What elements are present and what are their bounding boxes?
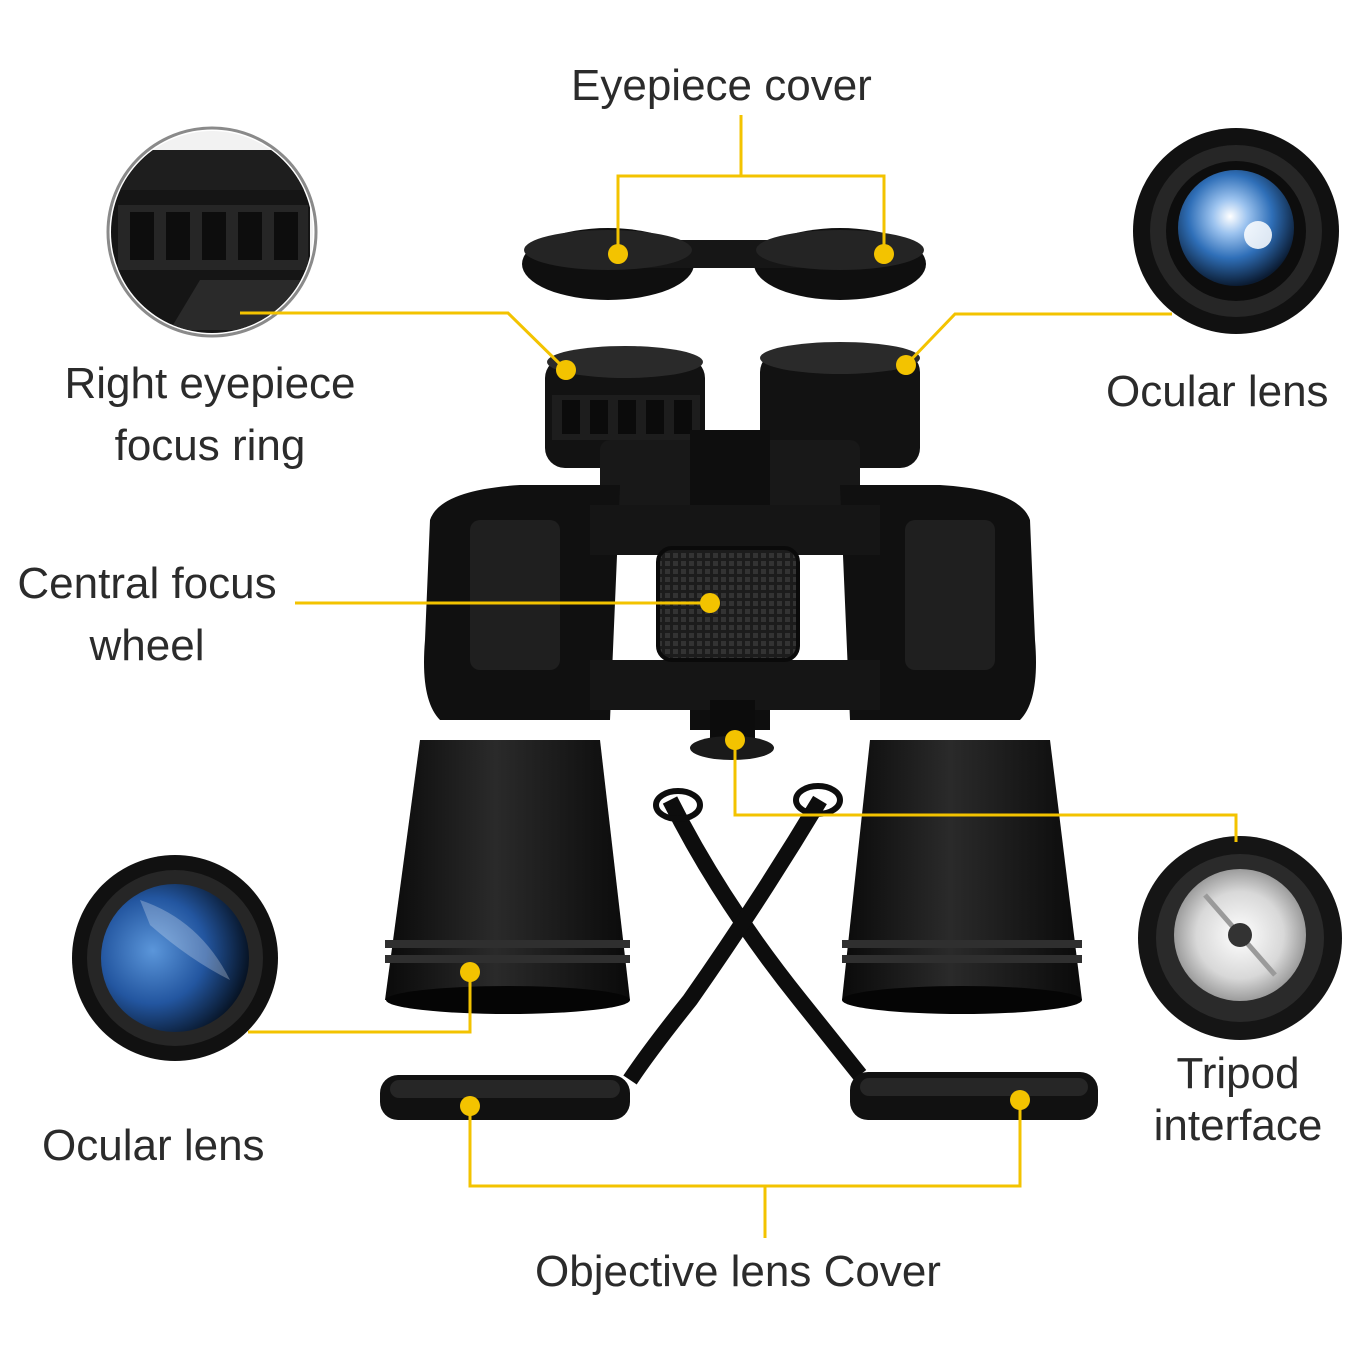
marker-dots (460, 244, 1030, 1116)
lens-cover-strap (623, 783, 867, 1085)
label-ocular-lens-top: Ocular lens (1106, 367, 1329, 416)
marker-dot (874, 244, 894, 264)
eyepiece-cover-part (522, 228, 926, 300)
label-central-focus-wheel: Central focus wheel (17, 559, 277, 670)
marker-dot (556, 360, 576, 380)
leader-eyepiece-cover-right (741, 174, 886, 254)
tripod-socket-closeup (1138, 836, 1342, 1040)
marker-dot (725, 730, 745, 750)
marker-dot (1010, 1090, 1030, 1110)
leader-tripod (733, 740, 1238, 842)
leader-objective-cover (468, 1100, 1022, 1188)
marker-dot (608, 244, 628, 264)
leader-lines (240, 115, 1238, 1238)
binoculars-body (385, 342, 1082, 1014)
eyepiece-ring-closeup (106, 126, 318, 338)
label-eyepiece-cover: Eyepiece cover (571, 61, 872, 110)
marker-dot (460, 1096, 480, 1116)
ocular-lens-closeup-top (1133, 128, 1339, 334)
label-ocular-lens-bottom: Ocular lens (42, 1121, 265, 1170)
leader-eyepiece-cover (616, 115, 743, 254)
marker-dot (700, 593, 720, 613)
label-right-eyepiece-focus-ring: Right eyepiece focus ring (64, 359, 356, 470)
objective-lens-closeup (72, 855, 278, 1061)
leader-ocular-top (904, 312, 1172, 367)
label-objective-lens-cover: Objective lens Cover (535, 1247, 941, 1296)
label-tripod-interface: Tripod interface (1153, 1049, 1323, 1150)
leader-ocular-bottom (248, 972, 472, 1034)
marker-dot (896, 355, 916, 375)
leader-right-eyepiece (240, 311, 568, 372)
marker-dot (460, 962, 480, 982)
objective-lens-cover-part (380, 1072, 1098, 1120)
